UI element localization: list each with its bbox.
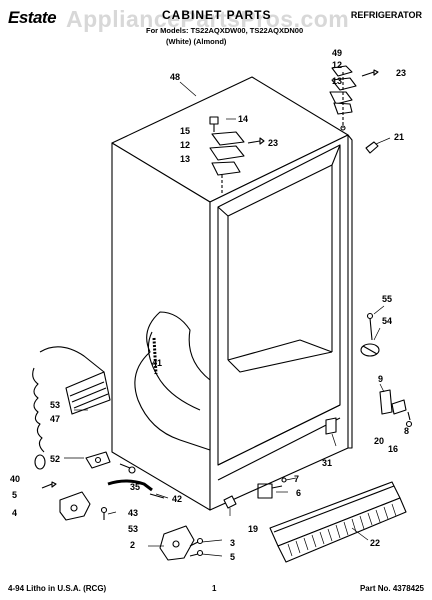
footer-part-number: Part No. 4378425: [359, 584, 424, 593]
callout-7: 7: [294, 474, 299, 484]
callout-20: 20: [374, 436, 384, 446]
cabinet-shell: [111, 76, 353, 511]
callout-16: 16: [388, 444, 398, 454]
category-label: REFRIGERATOR: [350, 10, 422, 20]
callout-5-left: 5: [12, 490, 17, 500]
roller-assembly: [360, 312, 380, 357]
callout-42: 42: [172, 494, 182, 504]
callout-23-top: 23: [396, 68, 406, 78]
callout-19: 19: [248, 524, 258, 534]
callout-12-top: 12: [332, 60, 342, 70]
compressor-wiring: [32, 346, 111, 453]
callout-8: 8: [404, 426, 409, 436]
leg-4: [59, 491, 91, 521]
model-colors: (White) (Almond): [166, 37, 227, 46]
callout-14: 14: [238, 114, 248, 124]
callout-47: 47: [50, 414, 60, 424]
callout-48: 48: [170, 72, 180, 82]
grommet-40: [34, 454, 46, 470]
callout-6: 6: [296, 488, 301, 498]
callout-35: 35: [130, 482, 140, 492]
callout-40: 40: [10, 474, 20, 484]
callout-41: 41: [152, 358, 162, 368]
callout-3: 3: [230, 538, 235, 548]
callout-13-top: 13: [332, 76, 342, 86]
bracket-6: [257, 477, 287, 499]
callout-52: 52: [50, 454, 60, 464]
clip-19: [223, 495, 237, 509]
watermark: AppliancePartsPros.com: [66, 6, 350, 32]
callout-53-bottom: 53: [128, 524, 138, 534]
callout-5-bottom: 5: [230, 552, 235, 562]
callout-13-mid: 13: [180, 154, 190, 164]
page-title: CABINET PARTS: [162, 8, 272, 22]
callout-15: 15: [180, 126, 190, 136]
callout-22: 22: [370, 538, 380, 548]
lower-hinge-right: [379, 389, 413, 428]
top-hinge-right: [329, 65, 379, 131]
leader-lines: [64, 81, 391, 557]
lower-bracket: [159, 525, 204, 561]
footer-litho: 4-94 Litho in U.S.A. (RCG): [8, 584, 107, 593]
callout-23-mid: 23: [268, 138, 278, 148]
model-numbers: For Models: TS22AQXDW00, TS22AQXDN00: [146, 26, 304, 35]
callout-49: 49: [332, 48, 342, 58]
screw-5-upper: [41, 481, 57, 489]
footer-page-number: 1: [212, 584, 217, 593]
callout-31: 31: [322, 458, 332, 468]
callout-43: 43: [128, 508, 138, 518]
part-31: [325, 417, 337, 435]
callout-9: 9: [378, 374, 383, 384]
tube-42: [107, 479, 153, 492]
callout-53-left: 53: [50, 400, 60, 410]
clip-21: [365, 141, 379, 154]
callout-54: 54: [382, 316, 392, 326]
callout-2: 2: [130, 540, 135, 550]
callout-12-mid: 12: [180, 140, 190, 150]
callout-21: 21: [394, 132, 404, 142]
toe-grille-22: [269, 481, 407, 563]
callout-55: 55: [382, 294, 392, 304]
callout-4: 4: [12, 508, 17, 518]
top-hinge-middle: [209, 116, 265, 195]
brand-logo: Estate: [8, 8, 57, 27]
screw-35: [119, 463, 136, 474]
bracket-52: [85, 451, 111, 469]
